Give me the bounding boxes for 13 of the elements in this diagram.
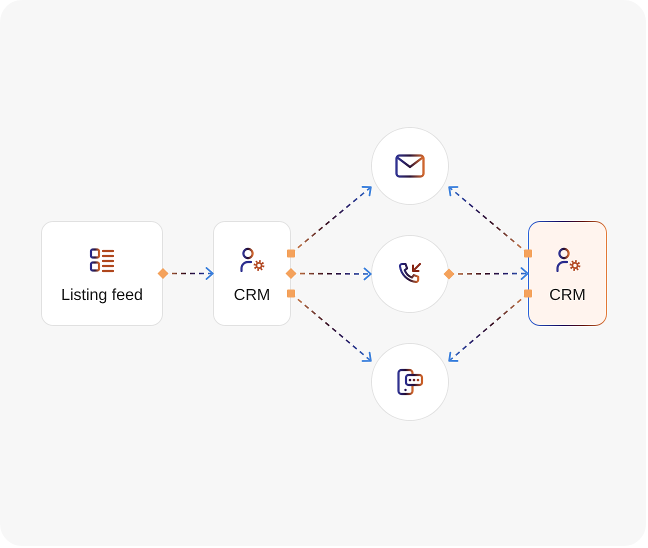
dashed-arrow — [287, 290, 372, 362]
dashed-arrow — [286, 268, 372, 280]
dashed-arrow — [158, 267, 214, 280]
node-card — [213, 221, 291, 326]
dashed-arrow — [444, 267, 529, 280]
node-card — [41, 221, 163, 326]
dashed-arrow — [287, 186, 372, 258]
dashed-arrow — [448, 186, 532, 258]
node-label: CRM — [549, 286, 586, 305]
dashed-arrow — [448, 290, 532, 362]
highlighted-node-card — [528, 221, 607, 326]
node-label: Listing feed — [61, 286, 143, 305]
node-label: CRM — [234, 286, 270, 305]
